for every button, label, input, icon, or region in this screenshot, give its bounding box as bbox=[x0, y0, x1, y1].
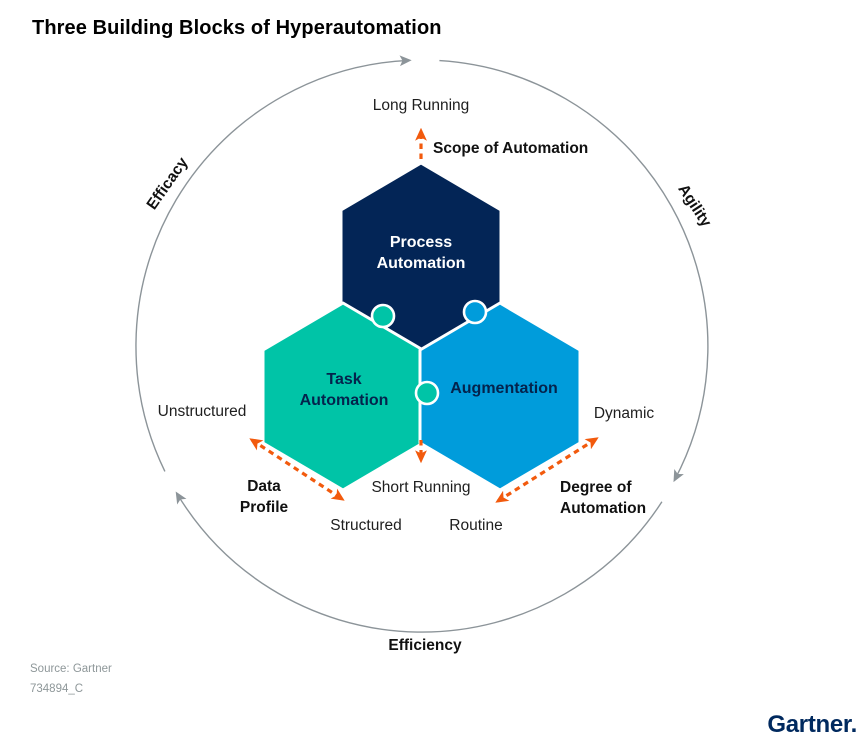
source-note: Source: Gartner bbox=[30, 663, 112, 675]
degree-of-automation-label: Degree of Automation bbox=[560, 479, 647, 517]
puzzle-tab-blue-navy bbox=[462, 299, 488, 325]
scope-of-automation-label: Scope of Automation bbox=[433, 140, 589, 157]
short-running-label: Short Running bbox=[371, 479, 471, 496]
long-running-label: Long Running bbox=[372, 97, 470, 114]
ring-arc-left bbox=[135, 55, 412, 472]
augmentation-label: Augmentation bbox=[450, 380, 558, 397]
dynamic-label: Dynamic bbox=[593, 405, 655, 422]
puzzle-tab-teal-navy bbox=[370, 303, 396, 329]
page-title: Three Building Blocks of Hyperautomation bbox=[32, 17, 442, 39]
puzzle-tab-teal-blue bbox=[414, 380, 440, 406]
data-profile-label: Data Profile bbox=[239, 478, 289, 516]
routine-label: Routine bbox=[449, 517, 503, 534]
ring-arc-right bbox=[439, 59, 709, 483]
efficiency-label: Efficiency bbox=[388, 637, 462, 654]
data-profile-axis-arrow bbox=[249, 438, 345, 501]
ring-arc-bottom bbox=[175, 491, 663, 633]
document-id: 734894_C bbox=[30, 683, 84, 695]
unstructured-label: Unstructured bbox=[157, 403, 247, 420]
process-automation-label: Process Automation bbox=[376, 234, 466, 272]
gartner-logo: Gartner. bbox=[767, 711, 857, 738]
task-automation-label: Task Automation bbox=[299, 371, 389, 409]
structured-label: Structured bbox=[330, 517, 402, 534]
